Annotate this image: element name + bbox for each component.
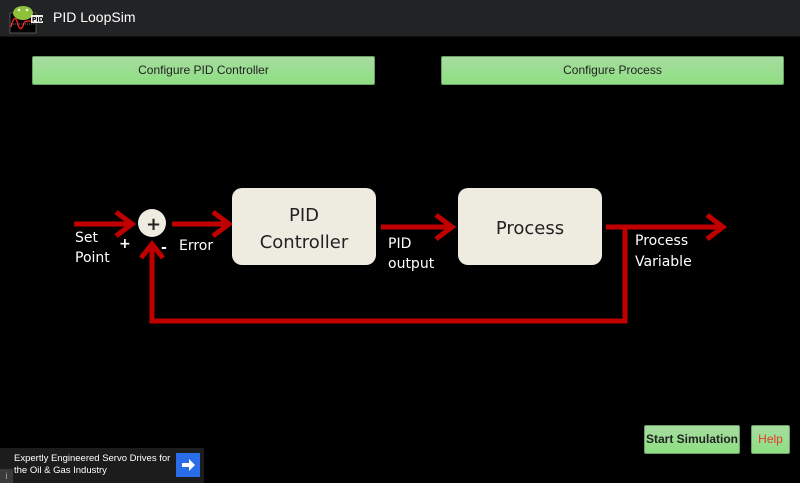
plus-sign: + xyxy=(119,236,131,252)
process-box xyxy=(458,188,602,265)
app-title: PID LoopSim xyxy=(53,9,136,25)
pid-output-arrowhead xyxy=(434,213,457,241)
ad-text[interactable]: Expertly Engineered Servo Drives for the… xyxy=(14,453,171,476)
error-arrowhead xyxy=(211,210,234,238)
start-simulation-button[interactable]: Start Simulation xyxy=(644,425,740,454)
arrow-right-icon xyxy=(182,459,195,471)
minus-sign: - xyxy=(161,240,167,256)
svg-text:PID: PID xyxy=(32,17,44,24)
pv-arrowhead xyxy=(705,213,728,241)
pid-box-line1: PID xyxy=(289,205,319,226)
action-bar: PID PID LoopSim xyxy=(0,0,800,37)
setpoint-arrowhead xyxy=(114,210,137,238)
pid-output-label-line2: output xyxy=(388,256,435,272)
help-button[interactable]: Help xyxy=(751,425,790,454)
configure-process-button[interactable]: Configure Process xyxy=(441,56,784,85)
pv-label-line1: Process xyxy=(635,233,688,249)
pv-label-line2: Variable xyxy=(635,254,692,270)
pid-box-line2: Controller xyxy=(260,232,349,253)
ad-banner[interactable]: Expertly Engineered Servo Drives for the… xyxy=(0,448,204,483)
error-label: Error xyxy=(179,238,213,254)
pid-controller-box xyxy=(232,188,376,265)
summing-symbol: + xyxy=(146,214,161,235)
feedback-arrowhead xyxy=(139,239,165,260)
ad-info-icon[interactable]: i xyxy=(0,469,13,483)
summing-junction xyxy=(138,209,166,237)
pid-output-label-line1: PID xyxy=(388,236,411,252)
configure-pid-button[interactable]: Configure PID Controller xyxy=(32,56,375,85)
setpoint-label-line1: Set xyxy=(75,230,99,246)
ad-go-button[interactable] xyxy=(176,453,200,477)
process-box-label: Process xyxy=(496,218,564,239)
app-logo-icon[interactable]: PID xyxy=(9,3,45,34)
setpoint-label-line2: Point xyxy=(75,250,110,266)
feedback-path xyxy=(149,227,628,324)
